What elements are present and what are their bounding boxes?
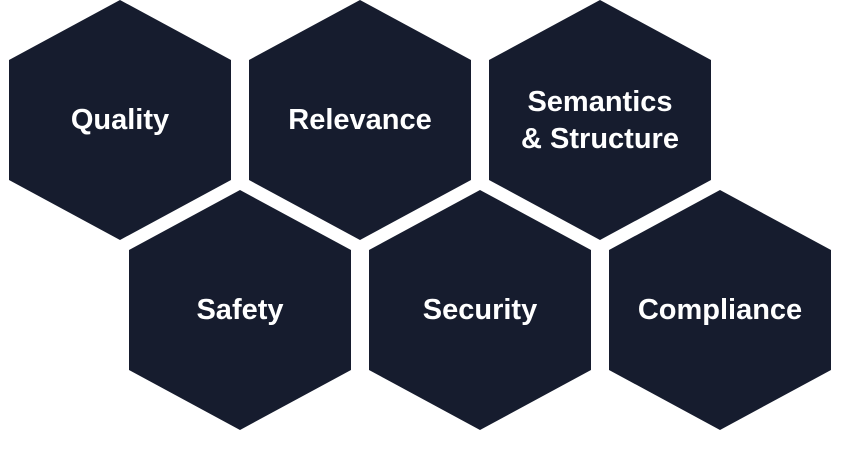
hexagon-label-line: Relevance [288,103,432,136]
hexagon-label-line: Security [422,293,538,326]
hexagon-safety: Safety [129,190,351,430]
hexagon-quality: Quality [9,0,231,240]
hexagon-semantics-structure: Semantics & Structure [489,0,711,240]
hexagon-label-line: Semantics [527,85,673,118]
hexagon-compliance: Compliance [609,190,831,430]
hexagon-label-line: Compliance [637,293,803,326]
hexagon-label: Semantics & Structure [521,84,679,158]
hexagon-label: Security [423,292,537,329]
hexagon-label: Quality [71,102,169,139]
hexagon-label-line: Safety [196,293,284,326]
hexagon-security: Security [369,190,591,430]
hexagon-label: Relevance [288,102,432,139]
hexagon-label: Safety [196,292,283,329]
hexagon-label: Compliance [638,292,802,329]
hexagon-label-line: & Structure [521,122,679,155]
hexagon-label-line: Quality [70,103,170,136]
hexagon-relevance: Relevance [249,0,471,240]
